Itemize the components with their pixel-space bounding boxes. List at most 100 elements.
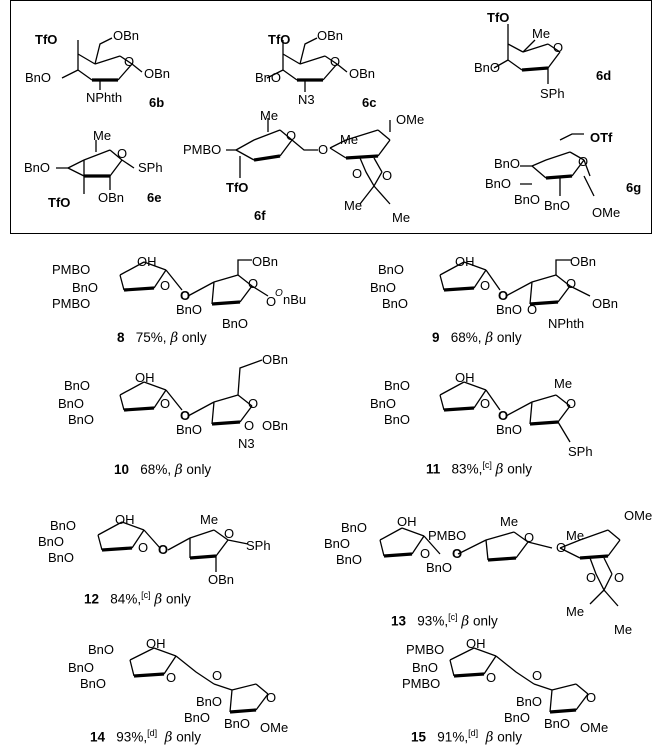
caption-13-id: 13 [391,613,407,629]
caption-13: 13 93%,[c] β only [391,612,498,630]
p9-label-8: O [566,276,577,291]
p15-label-2: OH [466,636,486,651]
caption-15-beta: β [485,729,494,746]
p14-label-3: BnO [68,660,95,675]
p9-label-6: O [498,288,509,303]
p15-label-11: OMe [580,720,609,735]
p15-label-8: O [586,690,597,705]
donor-6d-id: 6d [596,68,612,83]
p15-label-1: PMBO [406,642,445,657]
p12-label-6: O [158,542,169,557]
p15-label-3: BnO [412,660,439,675]
p9-label-10: O [527,302,538,317]
donor-6d-label-5: SPh [540,86,565,101]
donor-6e-label-3: BnO [24,160,51,175]
p10-label-12: N3 [238,436,255,451]
p14-label-4: BnO [80,676,107,691]
p13-label-15: O [614,570,625,585]
p12-label-9: SPh [246,538,271,553]
p10-label-7: OBn [262,352,289,367]
caption-11-yield: 83%, [451,461,483,477]
p12-label-3: BnO [38,534,65,549]
caption-15-yield: 91%, [437,729,469,745]
donor-6b-label-4: OBn [144,66,171,81]
p8-label-11: O [266,294,277,309]
p13-label-16: Me [566,604,585,619]
p14-label-6: O [212,668,223,683]
caption-10-sel: only [186,462,212,477]
donor-6f-label-2: Me [260,108,279,123]
p11-label-4: BnO [384,412,411,427]
p13-label-6: PMBO [428,528,467,543]
p11-label-6: O [498,408,509,423]
donor-6e-label-6: OBn [98,190,125,205]
p8-label-2: OH [137,254,157,269]
p15-label-4: PMBO [402,676,441,691]
caption-14-ref: [d] [147,728,158,738]
donor-6g-label-5: BnO [514,192,541,207]
donor-6f-label-1: PMBO [183,142,222,157]
p12-label-5: O [138,540,149,555]
p13-label-7: O [452,546,463,561]
donor-6d-label-4: BnO [474,60,501,75]
donor-6d-label-2: Me [532,26,551,41]
p12-label-2: OH [115,512,135,527]
caption-15-id: 15 [411,729,427,745]
p10-label-5: O [160,396,171,411]
caption-12-sel: only [165,591,191,607]
p8-label-1: PMBO [52,262,91,277]
donor-6e-label-5: TfO [48,195,71,210]
p9-label-1: BnO [378,262,405,277]
p13-label-4: BnO [336,552,363,567]
caption-15-ref: [d] [468,728,479,738]
caption-14-yield: 93%, [116,729,148,745]
p14-label-5: O [166,670,177,685]
donor-6f-label-5: OMe [396,112,425,127]
donor-6b-id: 6b [149,95,165,110]
p9-label-12: NPhth [548,316,585,331]
p13-label-3: BnO [324,536,351,551]
caption-14-sel: only [176,729,201,745]
p14-label-2: OH [146,636,166,651]
donor-6b-label-6: NPhth [86,90,123,105]
donor-panel [10,0,652,234]
p13-label-2: OH [397,514,417,529]
donor-6b-label-2: OBn [113,28,140,43]
caption-11-sel: only [507,461,532,477]
p9-label-2: OH [455,254,475,269]
p14-label-1: BnO [88,642,115,657]
donor-6b-label-5: BnO [25,70,52,85]
donor-6f-label-9: Me [344,198,363,213]
p9-label-5: O [480,278,491,293]
donor-6f-label-10: Me [392,210,411,225]
donor-6f-label-8: O [382,168,393,183]
p11-label-1: BnO [384,378,411,393]
donor-6e-label-1: Me [93,128,112,143]
donor-6b-label-3: O [124,54,135,69]
caption-9-id: 9 [432,330,440,345]
p13-label-5: O [420,546,431,561]
p13-label-13: Me [566,528,585,543]
p10-label-8: O [248,396,259,411]
caption-15-sel: only [497,729,522,745]
caption-10: 10 68%, β only [114,462,211,478]
p14-label-9: BnO [184,710,211,725]
p12-label-4: BnO [48,550,75,565]
caption-8: 8 75%, β only [117,330,207,346]
donor-6c-label-5: BnO [255,70,282,85]
donor-6g-label-6: BnO [544,198,571,213]
p14-label-10: BnO [224,716,251,731]
caption-13-yield: 93%, [417,613,449,629]
caption-8-sel: only [181,330,207,345]
p15-label-7: BnO [516,694,543,709]
p10-label-9: BnO [176,422,203,437]
donor-6e-label-2: O [117,146,128,161]
p8-label-4: PMBO [52,296,91,311]
caption-12-id: 12 [84,591,100,607]
p11-label-7: Me [554,376,573,391]
p10-label-1: BnO [64,378,91,393]
donor-6g-label-2: BnO [494,156,521,171]
